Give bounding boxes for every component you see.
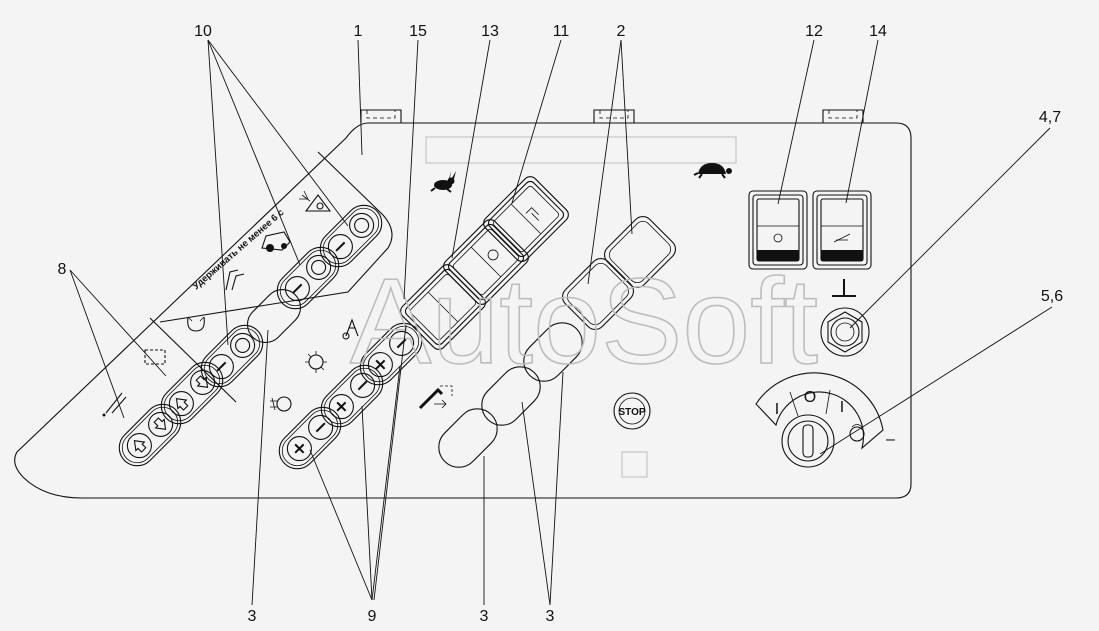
blank-oval-3c[interactable] <box>474 359 549 434</box>
blank-ovals-3 <box>418 315 591 476</box>
toggle-switch-14[interactable] <box>812 190 872 270</box>
callout-11: 11 <box>553 23 570 40</box>
callout-4-7: 4,7 <box>1039 109 1061 126</box>
button-pair-10b[interactable] <box>270 240 346 316</box>
battery-knob[interactable] <box>820 307 870 357</box>
leader-lines <box>69 39 1053 606</box>
panel-outline <box>14 122 912 499</box>
blank-oval-3b[interactable] <box>516 315 591 390</box>
callout-2: 2 <box>617 23 626 40</box>
plus-minus-pair-9b[interactable] <box>314 358 390 434</box>
callout-labels: 10 1 15 13 11 2 12 14 4,7 5,6 8 3 9 3 3 <box>58 23 1064 625</box>
display-window <box>425 136 737 164</box>
switch-pos-left: I <box>775 401 779 418</box>
switch-pos-center: O <box>804 389 816 406</box>
rabbit-icon <box>430 171 456 193</box>
rocker-buttons-diagonal <box>398 174 572 353</box>
header-icon <box>225 269 245 291</box>
harvester-icon <box>261 231 291 252</box>
toggle-switch-12[interactable] <box>748 190 808 270</box>
fan-icon <box>342 318 359 340</box>
ground-symbol-icon <box>832 279 856 297</box>
callout-14: 14 <box>869 23 887 40</box>
blank-oval-3d[interactable] <box>431 401 506 476</box>
switch-pos-right: I <box>840 399 844 416</box>
arrow-pair-8a[interactable] <box>154 355 230 431</box>
subpanel-divider <box>149 317 237 403</box>
blank-key-pads-2 <box>558 212 679 333</box>
rotor-icon <box>305 351 327 373</box>
panel-tabs <box>360 109 864 123</box>
blank-key-2a[interactable] <box>600 212 679 291</box>
unloader-icon <box>187 316 205 332</box>
rotor-speed-icon <box>270 396 292 412</box>
reel-height-icon <box>144 349 166 365</box>
left-subpanel-border <box>159 151 393 323</box>
blank-key-2b[interactable] <box>558 254 637 333</box>
blank-oval-3a[interactable] <box>240 282 308 350</box>
watermark: AutoSoft <box>350 253 818 389</box>
rocker-button-11[interactable] <box>481 174 572 265</box>
button-pair-10c[interactable] <box>194 318 270 394</box>
svg-text:STOP: STOP <box>618 407 645 418</box>
callout-3c: 3 <box>546 608 555 625</box>
callout-3a: 3 <box>248 608 257 625</box>
callout-9: 9 <box>368 608 377 625</box>
callout-1: 1 <box>354 23 363 40</box>
ignition-switch[interactable]: I O I – <box>755 372 895 468</box>
callout-12: 12 <box>805 23 823 40</box>
arrow-pair-8b[interactable] <box>112 397 188 473</box>
stop-button[interactable]: STOP <box>613 392 651 430</box>
callout-10: 10 <box>194 23 212 40</box>
pictogram-icons-upper <box>187 190 332 332</box>
callout-13: 13 <box>481 23 499 40</box>
callout-5-6: 5,6 <box>1041 288 1063 305</box>
switch-minus-label: – <box>886 431 895 448</box>
ignition-switch-arc <box>755 372 884 450</box>
indicator-square <box>621 451 648 478</box>
spray-icon <box>299 190 332 212</box>
rocker-button-13b[interactable] <box>398 262 489 353</box>
button-group-8 <box>102 349 230 473</box>
callout-8: 8 <box>58 261 67 278</box>
button-group-9 <box>270 318 423 476</box>
plus-minus-pair-9c[interactable] <box>272 400 348 476</box>
preheat-icon <box>849 424 865 442</box>
turtle-icon <box>693 163 732 179</box>
callout-3b: 3 <box>480 608 489 625</box>
unload-auger-icon <box>418 385 453 410</box>
callout-15: 15 <box>409 23 427 40</box>
